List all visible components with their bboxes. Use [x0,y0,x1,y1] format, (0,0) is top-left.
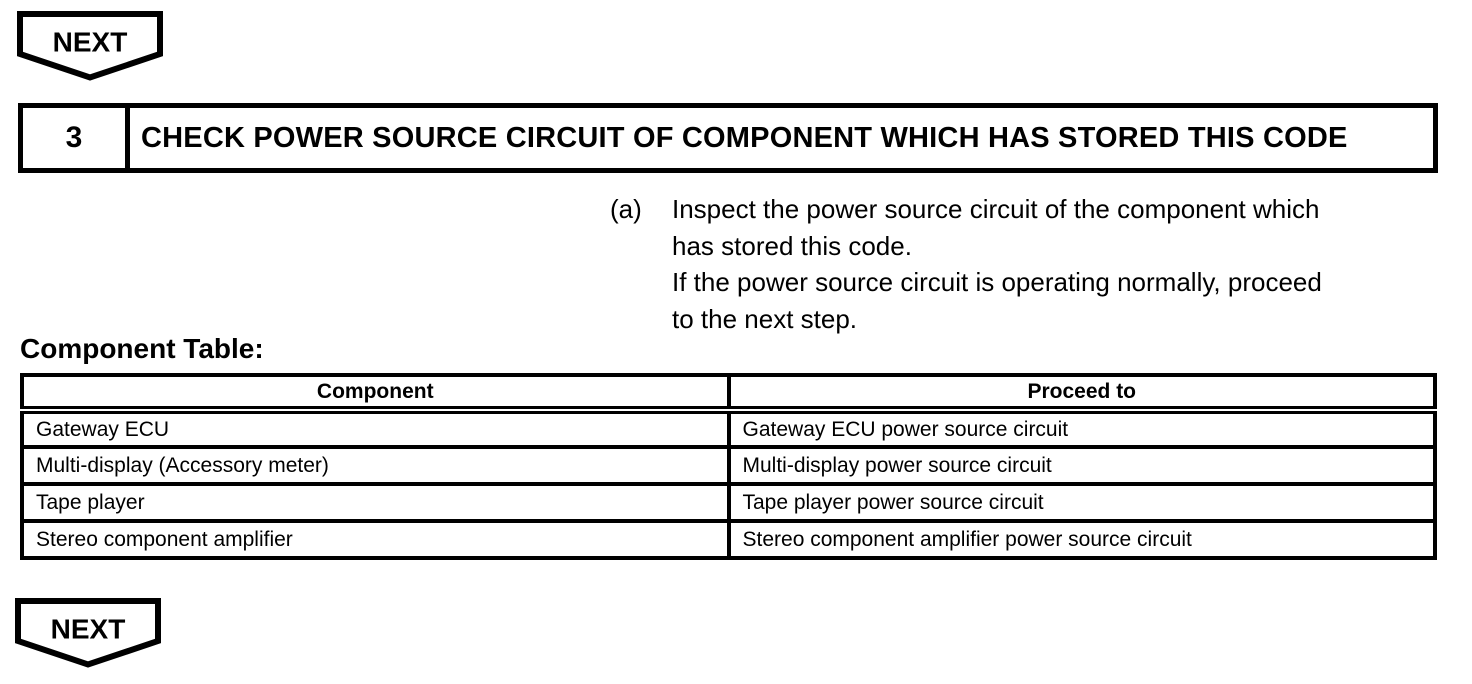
table-row: Stereo component amplifier Stereo compon… [20,519,1437,560]
column-header-proceed-to: Proceed to [726,373,1437,414]
component-cell: Tape player [20,482,731,523]
instruction-block: (a) Inspect the power source circuit of … [610,191,1450,337]
proceed-to-cell: Tape player power source circuit [726,482,1437,523]
next-button-top[interactable]: NEXT [17,11,163,81]
table-row: Tape player Tape player power source cir… [20,482,1437,523]
instruction-line: If the power source circuit is operating… [672,267,1322,297]
step-number: 3 [23,108,130,168]
step-title: CHECK POWER SOURCE CIRCUIT OF COMPONENT … [141,121,1348,154]
step-header-bar: 3 CHECK POWER SOURCE CIRCUIT OF COMPONEN… [18,103,1438,173]
component-cell: Gateway ECU [20,408,731,449]
next-arrow-icon: NEXT [15,598,161,668]
proceed-to-cell: Gateway ECU power source circuit [726,408,1437,449]
component-table-heading: Component Table: [20,333,264,364]
column-header-component: Component [20,373,731,414]
instruction-line: Inspect the power source circuit of the … [672,194,1320,224]
instruction-line: to the next step. [672,303,858,334]
component-cell: Stereo component amplifier [20,519,731,560]
instruction-line: has stored this code. [672,230,912,261]
proceed-to-cell: Stereo component amplifier power source … [726,519,1437,560]
component-table: Component Proceed to Gateway ECU Gateway… [20,373,1437,560]
table-header-row: Component Proceed to [20,373,1437,414]
table-row: Multi-display (Accessory meter) Multi-di… [20,445,1437,486]
next-button-bottom[interactable]: NEXT [15,598,161,668]
next-button-label: NEXT [51,613,126,644]
instruction-text: Inspect the power source circuit of the … [672,191,1322,337]
next-arrow-icon: NEXT [17,11,163,81]
component-cell: Multi-display (Accessory meter) [20,445,731,486]
instruction-list-marker: (a) [610,194,642,224]
next-button-label: NEXT [53,26,128,57]
proceed-to-cell: Multi-display power source circuit [726,445,1437,486]
table-row: Gateway ECU Gateway ECU power source cir… [20,408,1437,449]
